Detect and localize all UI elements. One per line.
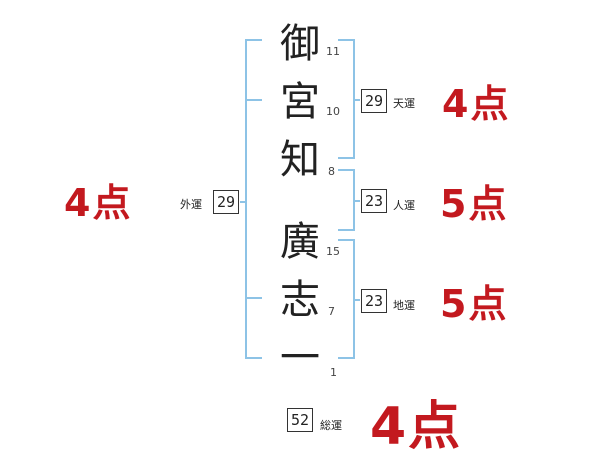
soukaku-label: 総運 xyxy=(320,419,342,432)
name-char-4: 廣 xyxy=(280,219,320,265)
stroke-count-1: 11 xyxy=(326,45,340,58)
gaikaku-value-box: 29 xyxy=(213,190,239,214)
gaikaku-label: 外運 xyxy=(180,198,202,211)
chikaku-score: 5点 xyxy=(440,282,509,326)
stroke-count-2: 10 xyxy=(326,105,340,118)
jinkaku-label: 人運 xyxy=(393,199,415,212)
gaikaku-bracket xyxy=(245,39,262,359)
name-char-3: 知 xyxy=(280,137,320,183)
stroke-count-5: 7 xyxy=(328,305,335,318)
name-char-1: 御 xyxy=(280,21,320,67)
soukaku-value-box: 52 xyxy=(287,408,313,432)
tenkaku-bracket xyxy=(338,39,355,159)
chikaku-value-box: 23 xyxy=(361,289,387,313)
soukaku-score: 4点 xyxy=(370,397,463,457)
tenkaku-score: 4点 xyxy=(442,82,511,126)
stroke-count-3: 8 xyxy=(328,165,335,178)
stroke-count-4: 15 xyxy=(326,245,340,258)
tenkaku-value-box: 29 xyxy=(361,89,387,113)
name-char-5: 志 xyxy=(280,277,320,323)
jinkaku-bracket xyxy=(338,169,355,231)
jinkaku-value-box: 23 xyxy=(361,189,387,213)
name-char-2: 宮 xyxy=(280,79,320,125)
jinkaku-score: 5点 xyxy=(440,182,509,226)
name-char-6: 一 xyxy=(280,335,320,381)
tenkaku-label: 天運 xyxy=(393,97,415,110)
chikaku-label: 地運 xyxy=(393,299,415,312)
stroke-count-6: 1 xyxy=(330,366,337,379)
gaikaku-score: 4点 xyxy=(64,181,133,225)
chikaku-bracket xyxy=(338,239,355,359)
